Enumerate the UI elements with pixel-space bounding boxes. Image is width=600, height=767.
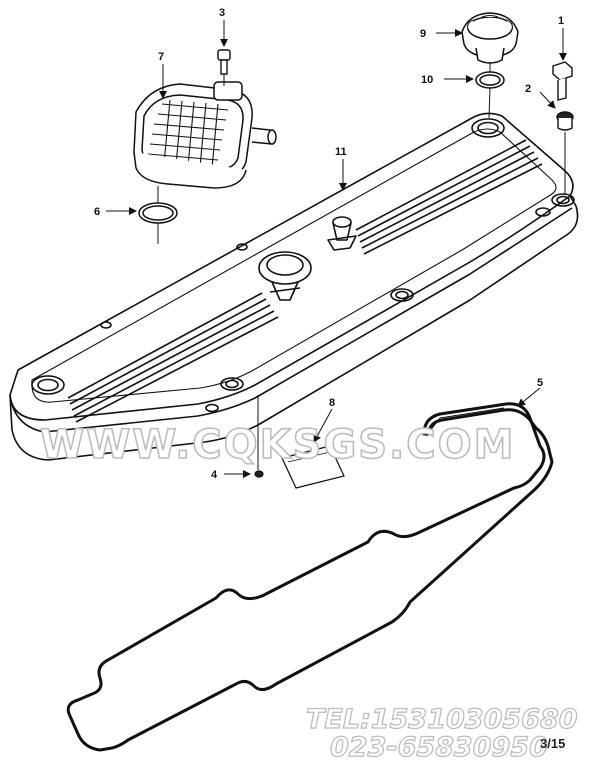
callout-1: 1 (558, 15, 564, 27)
bolt-1 (552, 61, 573, 101)
label-8 (281, 445, 345, 489)
callouts: 1 2 3 4 5 6 7 8 9 10 11 (94, 7, 564, 481)
website-watermark: WWW.CQKSGS.COM (40, 422, 515, 468)
valve-cover-gasket (66, 402, 554, 752)
phone-watermark-line-1: TEL:15310305680 (306, 704, 578, 735)
leader-lines (106, 20, 567, 478)
oring-6 (138, 202, 178, 224)
phone-watermark-line-2: 023-65830950 (330, 732, 548, 763)
callout-2: 2 (525, 83, 531, 95)
callout-8: 8 (329, 397, 335, 409)
gasket-inner-edge (425, 407, 505, 437)
callout-4: 4 (211, 469, 218, 481)
callout-6: 6 (94, 206, 100, 218)
callout-10: 10 (421, 74, 433, 86)
valve-cover (9, 112, 579, 461)
isolator-2 (556, 111, 574, 131)
crankcase-breather (133, 81, 277, 189)
callout-11: 11 (335, 146, 347, 158)
screw-3 (217, 49, 231, 75)
callout-3: 3 (219, 7, 225, 19)
plug-4 (254, 470, 264, 478)
oring-10 (475, 71, 505, 89)
oil-filler-cap (461, 12, 519, 64)
callout-5: 5 (537, 377, 543, 389)
drawing-code: 3/15 (540, 736, 565, 751)
callout-9: 9 (420, 28, 426, 40)
callout-7: 7 (158, 51, 164, 63)
